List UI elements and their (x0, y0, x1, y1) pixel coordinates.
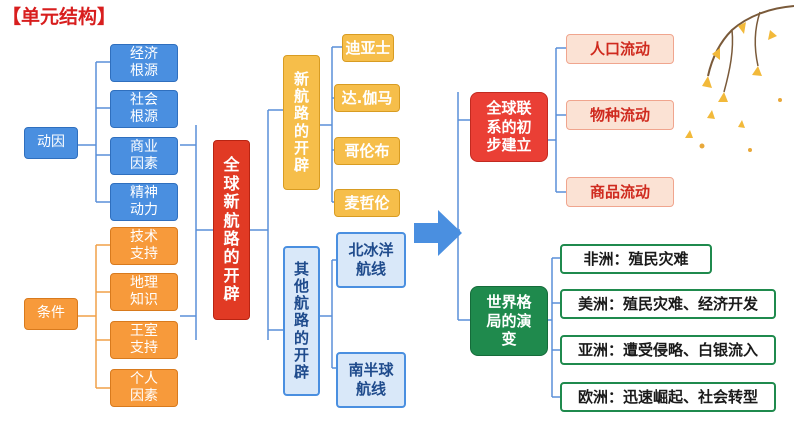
other-routes-label: 其 他 航 路 的 开 辟 (283, 246, 320, 396)
world-pattern-label: 世界格 局的演 变 (470, 286, 548, 356)
ginkgo-branch-illustration (685, 5, 794, 152)
cause-commercial-factors: 商业 因素 (110, 137, 178, 175)
cause-economic-roots: 经济 根源 (110, 44, 178, 82)
condition-technical-support: 技术 支持 (110, 227, 178, 265)
population-flow: 人口流动 (566, 34, 674, 64)
cause-spiritual-motivation: 精神 动力 (110, 183, 178, 221)
africa-item: 非洲：殖民灾难 (560, 244, 712, 274)
europe-item: 欧洲：迅速崛起、社会转型 (560, 382, 776, 412)
new-routes-label: 新 航 路 的 开 辟 (283, 55, 320, 190)
right-arrow-icon (414, 210, 462, 256)
asia-item: 亚洲：遭受侵略、白银流入 (560, 335, 776, 365)
conditions-label: 条件 (24, 298, 78, 330)
commodity-flow: 商品流动 (566, 177, 674, 207)
explorer-columbus: 哥伦布 (334, 137, 400, 165)
center-new-sea-routes: 全 球 新 航 路 的 开 辟 (213, 140, 250, 320)
southern-hemisphere-route: 南半球 航线 (336, 352, 406, 408)
explorer-da-gama: 达.伽马 (334, 84, 400, 112)
species-flow: 物种流动 (566, 100, 674, 130)
section-title: 【单元结构】 (2, 6, 117, 28)
americas-item: 美洲：殖民灾难、经济开发 (560, 289, 776, 319)
global-links-label: 全球联 系的初 步建立 (470, 92, 548, 162)
condition-geographic-knowledge: 地理 知识 (110, 273, 178, 311)
condition-personal-factors: 个人 因素 (110, 369, 178, 407)
explorer-magellan: 麦哲伦 (334, 189, 400, 217)
cause-social-roots: 社会 根源 (110, 90, 178, 128)
condition-royal-support: 王室 支持 (110, 321, 178, 359)
explorer-dias: 迪亚士 (342, 34, 394, 62)
causes-label: 动因 (24, 127, 78, 159)
arctic-ocean-route: 北冰洋 航线 (336, 232, 406, 288)
